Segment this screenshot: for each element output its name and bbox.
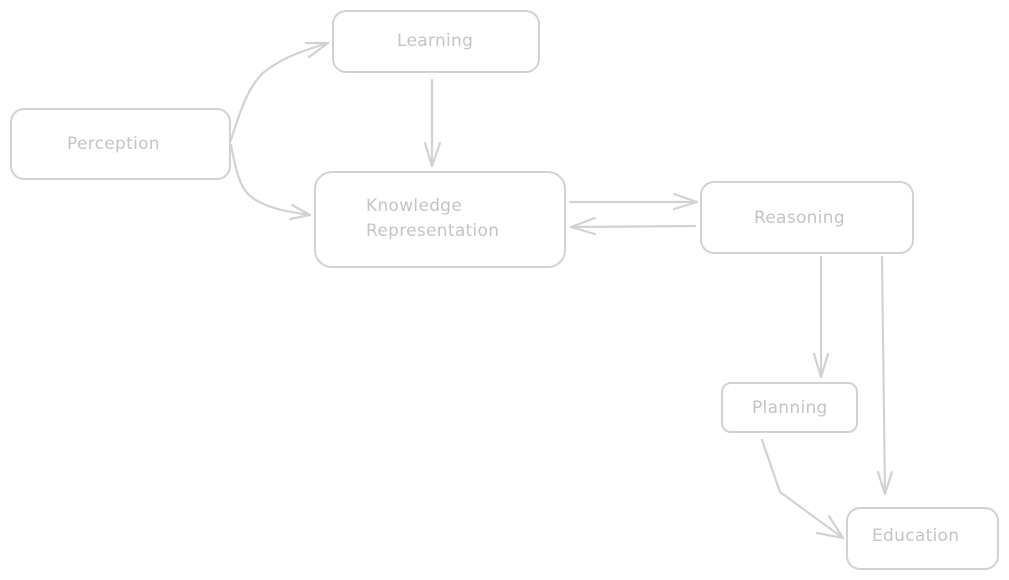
node-reasoning-label: Reasoning [754, 208, 845, 228]
edge-perception-knowledge [229, 143, 312, 217]
node-planning[interactable] [721, 382, 858, 433]
edge-reasoning-knowledge [569, 224, 697, 229]
node-learning[interactable] [332, 10, 540, 73]
arrowhead-knowledge-left [288, 203, 312, 221]
arrowhead-knowledge-top [423, 141, 442, 168]
arrowhead-education-top [876, 470, 894, 496]
node-perception-label: Perception [67, 134, 160, 154]
arrowhead-knowledge-right [569, 216, 597, 236]
edge-reasoning-education [880, 255, 887, 496]
node-planning-label: Planning [752, 398, 828, 418]
arrowhead-learning [304, 41, 330, 59]
node-education[interactable] [846, 507, 999, 570]
arrowhead-reasoning [672, 192, 699, 211]
arrowhead-education-left [815, 514, 845, 540]
node-knowledge-label-line2: Representation [366, 221, 500, 241]
node-education-label: Education [872, 526, 960, 546]
edge-planning-education [760, 438, 845, 540]
node-learning-label: Learning [397, 31, 474, 51]
node-knowledge-representation[interactable] [314, 171, 566, 268]
edge-perception-learning [229, 41, 330, 142]
arrowhead-planning [812, 352, 830, 379]
node-knowledge-label-line1: Knowledge [366, 196, 463, 216]
node-reasoning[interactable] [700, 181, 914, 254]
node-perception[interactable] [10, 108, 231, 180]
